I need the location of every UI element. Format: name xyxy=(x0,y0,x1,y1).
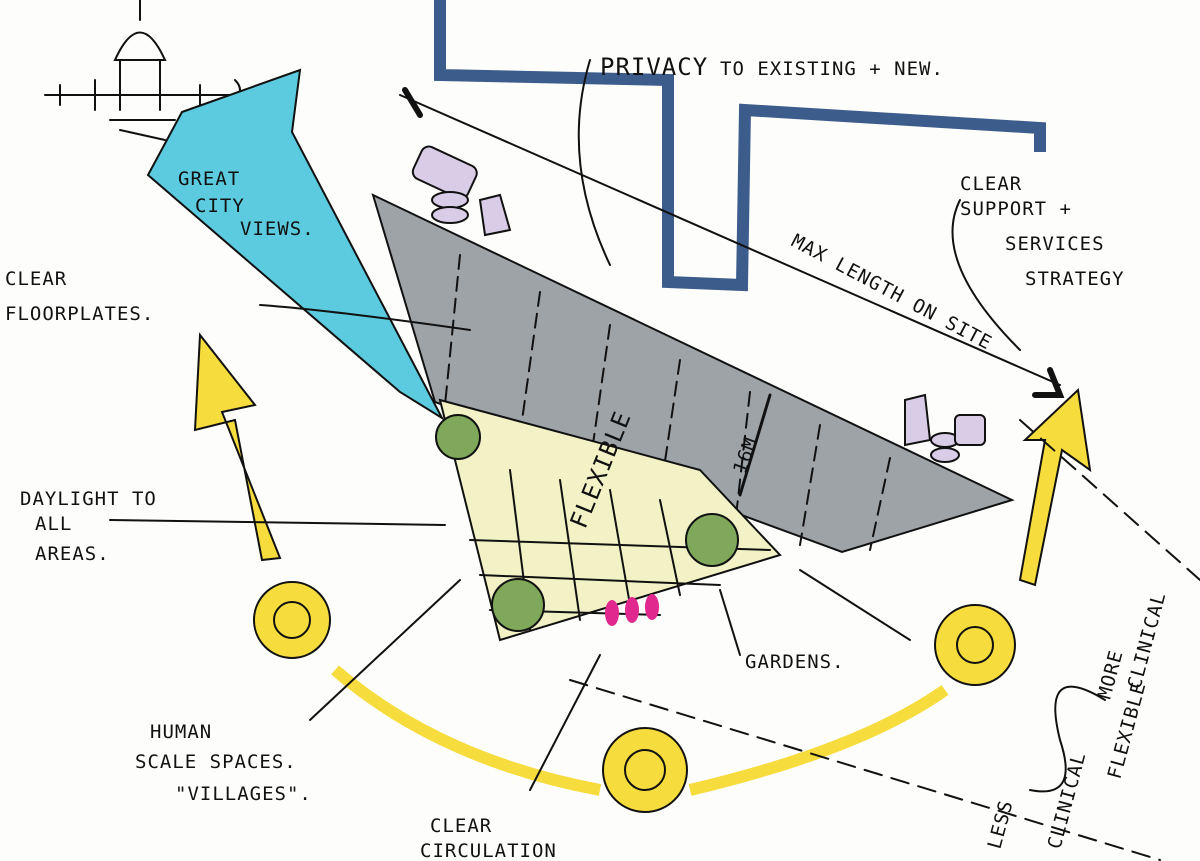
support-label: STRATEGY xyxy=(1025,268,1125,290)
daylight-label: ALL xyxy=(35,513,72,535)
more-clinical-label: MORE xyxy=(1094,648,1128,702)
views-label: VIEWS. xyxy=(240,218,315,240)
garden-tree-icon xyxy=(435,414,739,632)
floorplates-label: CLEAR xyxy=(5,268,67,290)
village-link-left xyxy=(331,665,602,796)
more-clinical-label: CLINICAL xyxy=(1124,589,1171,691)
support-label: SUPPORT + xyxy=(960,198,1072,220)
daylight-label: AREAS. xyxy=(35,543,110,565)
privacy-label: PRIVACY xyxy=(600,53,708,81)
sun-arrow-right xyxy=(1018,387,1092,587)
views-label: CITY xyxy=(195,195,245,217)
city-views-wedge xyxy=(146,68,445,421)
floorplates-label: FLOORPLATES. xyxy=(5,303,154,325)
village-flower-icon xyxy=(253,581,1016,813)
courtyard-grid xyxy=(469,469,771,631)
existing-building-outline xyxy=(434,0,1046,292)
less-clinical-label: LESS xyxy=(984,798,1018,852)
privacy-label-rest: TO EXISTING + NEW. xyxy=(720,58,944,80)
building-massing xyxy=(371,193,1015,554)
gardens-label: GARDENS. xyxy=(745,651,845,673)
circulation-label: CIRCULATION xyxy=(420,840,557,861)
daylight-label: DAYLIGHT TO xyxy=(20,488,157,510)
service-blocks xyxy=(411,145,986,463)
human-scale-label: HUMAN xyxy=(150,721,212,743)
floorplate-divisions xyxy=(444,254,891,551)
views-label: GREAT xyxy=(178,168,240,190)
city-dome-icon xyxy=(44,0,241,141)
village-link-right xyxy=(688,685,949,796)
max-length-label: MAX LENGTH ON SITE xyxy=(788,230,996,355)
circulation-markers xyxy=(605,594,659,626)
human-scale-label: "VILLAGES". xyxy=(175,783,312,805)
annotation-leaders xyxy=(109,59,1200,861)
support-label: CLEAR xyxy=(960,173,1022,195)
circulation-label: CLEAR xyxy=(430,815,492,837)
human-scale-label: SCALE SPACES. xyxy=(135,751,297,773)
sun-arrow-left xyxy=(193,332,282,562)
support-label: SERVICES xyxy=(1005,233,1105,255)
